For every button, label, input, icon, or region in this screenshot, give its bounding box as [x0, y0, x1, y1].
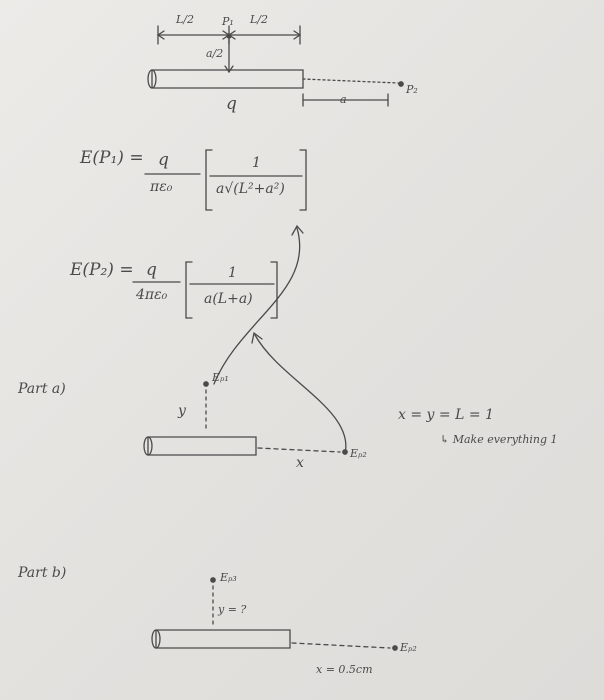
- part-b-ep3-label: Eₚ₃: [220, 571, 237, 584]
- part-b-ep2-label: Eₚ₂: [400, 641, 417, 654]
- eq2-denominator: 4πε₀: [136, 287, 168, 303]
- part-a-note: ↳ Make everything 1: [440, 433, 558, 446]
- half-length-right-label: L/2: [250, 13, 269, 26]
- part-a-y-label: y: [178, 403, 186, 419]
- distance-a-label: a: [340, 93, 347, 106]
- eq2-numerator: q: [146, 260, 157, 280]
- part-b-y-label: y = ?: [218, 603, 247, 616]
- part-b-diagram: [151, 577, 398, 651]
- curved-arrows: [213, 224, 347, 455]
- p1-label: P₁: [222, 15, 234, 28]
- distance-a-line: [302, 78, 404, 107]
- eq1-lhs: E(P₁) =: [80, 148, 144, 168]
- eq2-lhs: E(P₂) =: [70, 260, 134, 280]
- height-label: a/2: [206, 47, 224, 60]
- half-length-left-label: L/2: [176, 13, 195, 26]
- eq1-numerator: q: [158, 150, 169, 170]
- part-b-label: Part b): [18, 565, 67, 581]
- p2-label: P₂: [406, 83, 418, 96]
- eq1-bracket-denominator: a√(L²+a²): [216, 181, 285, 197]
- part-a-x-label: x: [296, 455, 304, 471]
- height-arrow: [224, 33, 234, 74]
- part-a-label: Part a): [18, 381, 66, 397]
- eq1-denominator: πε₀: [150, 179, 173, 195]
- eq2-bracket-denominator: a(L+a): [204, 291, 253, 307]
- part-b-x-label: x = 0.5cm: [316, 663, 373, 676]
- eq2-lines: [132, 261, 278, 319]
- rod-charge-label: q: [226, 94, 237, 114]
- part-a-diagram: [143, 381, 348, 456]
- part-a-ep2-label: Eₚ₂: [350, 447, 367, 460]
- part-a-condition: x = y = L = 1: [398, 407, 494, 423]
- eq2-bracket-numerator: 1: [228, 265, 237, 281]
- part-a-ep1-label: Eₚ₁: [212, 371, 229, 384]
- eq1-lines: [144, 149, 307, 211]
- top-rod: [147, 69, 304, 89]
- eq1-bracket-numerator: 1: [252, 155, 261, 171]
